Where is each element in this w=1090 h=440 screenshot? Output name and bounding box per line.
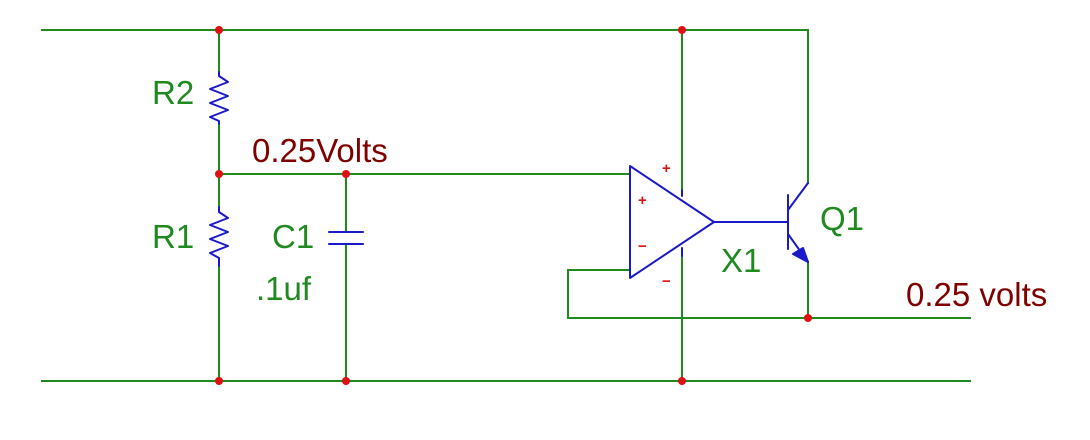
- pin-marks: + − + −: [638, 160, 671, 290]
- output-voltage-label: 0.25 volts: [906, 276, 1047, 313]
- transistor-q1-emitter-arrow: [792, 247, 809, 263]
- junction-node: [678, 26, 686, 34]
- junction-node: [342, 377, 350, 385]
- q1-reference-label: Q1: [820, 200, 864, 237]
- divider-node-voltage-label: 0.25Volts: [252, 132, 388, 169]
- opamp-x1-triangle: [629, 165, 715, 279]
- c1-value-label: .1uf: [256, 270, 312, 307]
- x1-reference-label: X1: [721, 242, 761, 279]
- transistor-q1-collector-lead: [787, 182, 809, 211]
- opamp-noninverting-input-mark: +: [638, 192, 647, 209]
- junction-node: [215, 26, 223, 34]
- junction-nodes: [215, 26, 812, 385]
- junction-node: [342, 170, 350, 178]
- junction-node: [678, 377, 686, 385]
- junction-node: [215, 170, 223, 178]
- junction-node: [804, 314, 812, 322]
- r1-reference-label: R1: [152, 218, 194, 255]
- opamp-inverting-input-mark: −: [638, 238, 647, 255]
- junction-node: [215, 377, 223, 385]
- c1-reference-label: C1: [272, 218, 314, 255]
- opamp-negative-supply-mark: −: [662, 273, 671, 290]
- resistor-r1-symbol: [209, 206, 229, 267]
- components: [209, 71, 809, 279]
- reference-labels: R2 R1 C1 .1uf X1 Q1: [152, 74, 864, 307]
- r2-reference-label: R2: [152, 74, 194, 111]
- resistor-r2-symbol: [209, 71, 229, 125]
- net-labels: 0.25Volts 0.25 volts: [252, 132, 1047, 313]
- opamp-positive-supply-mark: +: [662, 160, 671, 177]
